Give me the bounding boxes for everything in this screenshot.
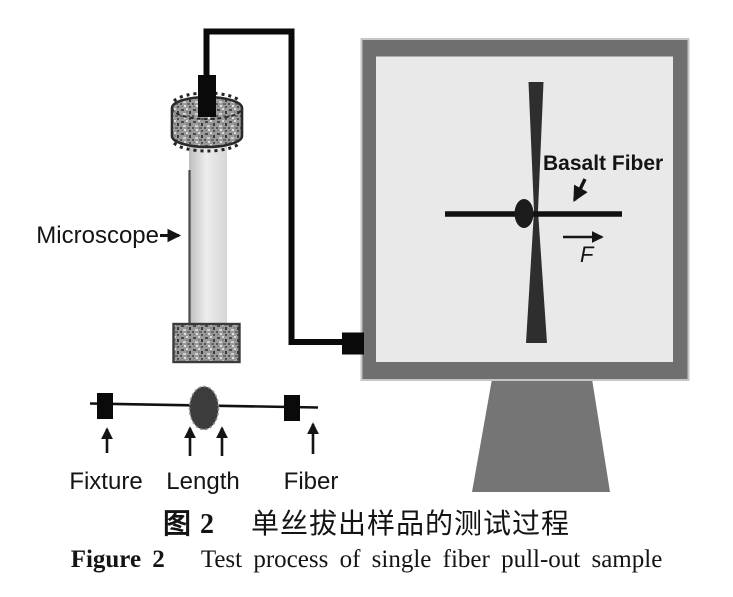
fiber-sample: Fixture Length Fiber: [69, 385, 339, 495]
resin-droplet-screen: [514, 199, 534, 228]
fixture-left: [97, 393, 113, 419]
basalt-fiber-label: Basalt Fiber: [543, 152, 663, 175]
cable: [203, 28, 346, 345]
microscope-tube: [189, 146, 227, 324]
microscope-top-cap: [170, 95, 244, 149]
resin-droplet: [188, 385, 220, 431]
microscope-assembly: Microscope: [36, 75, 244, 364]
basalt-fiber-arrow: [573, 178, 588, 203]
camera-plug: [198, 75, 216, 117]
figure-number-en: Figure 2: [70, 546, 165, 573]
figure-number-zh: 图 2: [162, 509, 215, 540]
length-label: Length: [166, 468, 239, 495]
microscope-bottom-cap: [172, 322, 241, 364]
microscope-top-cap-rim: [171, 107, 243, 120]
caption-zh: 图 2 单丝拔出样品的测试过程: [0, 502, 733, 542]
figure-diagram: Basalt Fiber F Microscope: [36, 28, 690, 495]
fixture-right: [284, 395, 300, 421]
microscope-label: Microscope: [36, 222, 159, 249]
camera-cable: [203, 28, 364, 355]
fiber-label: Fiber: [284, 468, 339, 495]
monitor-stand: [472, 379, 610, 492]
force-label: F: [580, 242, 595, 267]
caption-en: Figure 2 Test process of single fiber pul…: [0, 546, 733, 574]
fixture-label: Fixture: [69, 468, 142, 495]
cable-connector: [342, 332, 364, 355]
caption-text-en: Test process of single fiber pull-out sa…: [200, 546, 663, 573]
screen-view: Basalt Fiber F: [445, 82, 663, 343]
caption-text-zh: 单丝拔出样品的测试过程: [251, 509, 571, 540]
monitor: Basalt Fiber F: [360, 38, 690, 492]
